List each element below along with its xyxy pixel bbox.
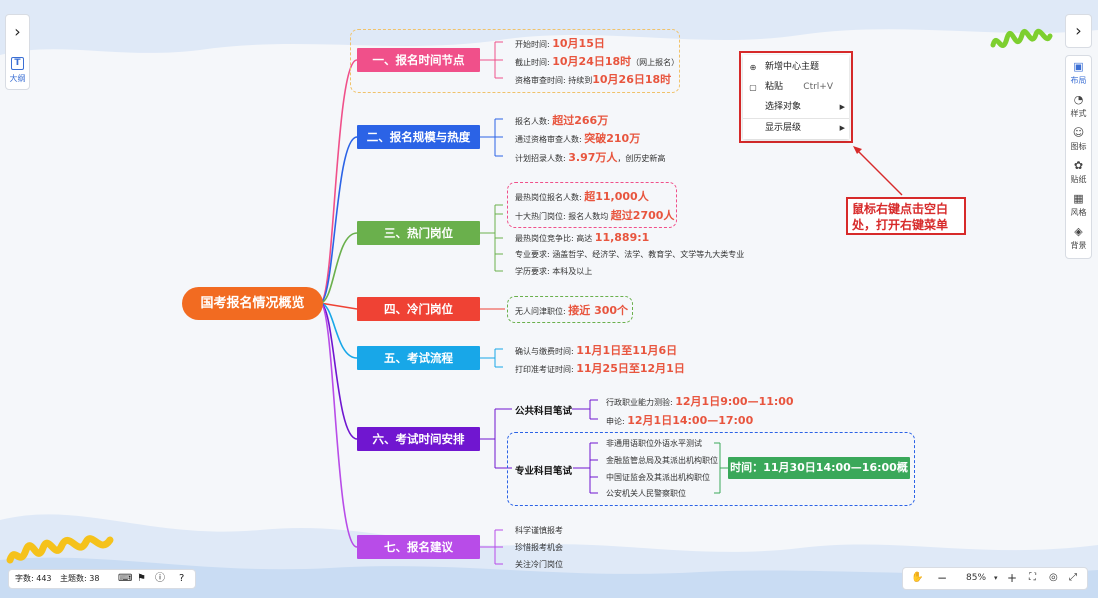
layers-icon: ◈ [1074,225,1083,238]
left-panel: › T 大纲 [5,14,30,90]
branch-time-nodes[interactable]: 一、报名时间节点 [357,48,480,72]
menu-item-paste[interactable]: ▢ 粘贴 Ctrl+V [743,78,849,97]
branch-advice[interactable]: 七、报名建议 [357,535,480,559]
leaf-advice-1[interactable]: 科学谨慎报考 [515,526,563,535]
layout-icon: ▣ [1073,60,1084,73]
root-topic[interactable]: 国考报名情况概览 [182,287,323,320]
zoom-in-button[interactable]: + [1007,571,1018,585]
panel-stickers[interactable]: ✿ 贴纸 [1070,159,1087,184]
node-public-subject[interactable]: 公共科目笔试 [515,406,573,417]
leaf-start-time[interactable]: 开始时间: 10月15日 [515,37,605,50]
leaf-hottest-applicants[interactable]: 最热岗位报名人数: 超11,000人 [515,190,649,203]
outline-t-icon[interactable]: T [11,57,24,70]
grid-icon: ▦ [1073,192,1084,205]
node-special-subject[interactable]: 专业科目笔试 [515,466,573,477]
panel-layout[interactable]: ▣ 布局 [1070,60,1087,85]
sticker-icon: ✿ [1073,159,1084,172]
menu-separator [743,118,849,119]
right-panel-toggle[interactable]: › [1065,14,1092,48]
leaf-advice-3[interactable]: 关注冷门岗位 [515,560,563,569]
flag-icon[interactable]: ⚑ [137,573,146,584]
frame-b1 [350,29,680,93]
leaf-unpopular[interactable]: 无人问津职位: 接近 300个 [515,304,629,317]
help-icon[interactable]: ? [179,573,185,584]
hand-icon[interactable]: ✋ [911,572,924,583]
palette-icon: ◔ [1073,93,1084,106]
leaf-planned[interactable]: 计划招录人数: 3.97万人，创历史新高 [515,151,666,164]
panel-theme[interactable]: ▦ 风格 [1070,192,1087,217]
zoom-out-button[interactable]: − [937,571,948,585]
chevron-right-icon[interactable]: › [14,22,21,41]
menu-item-levels[interactable]: 显示层级 ▶ [743,119,849,138]
outline-label[interactable]: 大纲 [9,74,26,83]
menu-item-add-topic[interactable]: ⊕ 新增中心主题 [743,58,849,77]
leaf-passed[interactable]: 通过资格审查人数: 突破210万 [515,132,641,145]
zoom-level[interactable]: 85% [966,573,987,583]
leaf-confirm-pay[interactable]: 确认与缴费时间: 11月1日至11月6日 [515,344,678,357]
fit-screen-icon[interactable]: ⛶ [1029,572,1036,583]
leaf-advice-2[interactable]: 珍惜报考机会 [515,543,563,552]
branch-hot-posts[interactable]: 三、热门岗位 [357,221,480,245]
add-topic-icon: ⊕ [749,63,757,72]
topic-count: 主题数: 38 [60,574,100,583]
leaf-competition[interactable]: 最热岗位竞争比: 高达 11,889:1 [515,231,650,244]
leaf-major[interactable]: 专业要求: 涵盖哲学、经济学、法学、教育学、文学等九大类专业 [515,250,745,259]
paste-icon: ▢ [749,83,757,92]
leaf-print-ticket[interactable]: 打印准考证时间: 11月25日至12月1日 [515,362,685,375]
locate-icon[interactable]: ◎ [1049,572,1058,583]
frame-special [507,432,915,506]
zoom-bar: ✋ − 85% ▾ + ⛶ ◎ ⤢ [902,567,1088,590]
leaf-xingce[interactable]: 行政职业能力测验: 12月1日9:00—11:00 [606,395,794,408]
chevron-down-icon[interactable]: ▾ [994,574,998,582]
panel-icons[interactable]: ☺ 图标 [1070,126,1087,151]
leaf-degree[interactable]: 学历要求: 本科及以上 [515,267,593,276]
smiley-icon: ☺ [1072,126,1085,139]
branch-exam-process[interactable]: 五、考试流程 [357,346,480,370]
info-icon[interactable]: ⓘ [155,573,165,584]
right-panel: ▣ 布局 ◔ 样式 ☺ 图标 ✿ 贴纸 ▦ 风格 ◈ 背景 [1065,55,1092,259]
chevron-right-icon: › [1075,21,1082,40]
panel-style[interactable]: ◔ 样式 [1070,93,1087,118]
frame-cold [507,296,633,323]
branch-scale[interactable]: 二、报名规模与热度 [357,125,480,149]
leaf-special-1[interactable]: 非通用语职位外语水平测试 [606,439,702,448]
leaf-special-4[interactable]: 公安机关人民警察职位 [606,489,686,498]
leaf-applicants[interactable]: 报名人数: 超过266万 [515,114,609,127]
submenu-arrow-icon: ▶ [839,124,845,132]
leaf-special-3[interactable]: 中国证监会及其派出机构职位 [606,473,710,482]
leaf-top-ten[interactable]: 十大热门岗位: 报名人数均 超过2700人 [515,209,675,222]
keyboard-icon[interactable]: ⌨ [118,573,133,584]
menu-item-select[interactable]: 选择对象 ▶ [743,98,849,117]
word-count: 字数: 443 [15,574,52,583]
branch-exam-schedule[interactable]: 六、考试时间安排 [357,427,480,451]
status-bar: 字数: 443 主题数: 38 ⌨ ⚑ ⓘ ? [8,569,196,589]
fullscreen-icon[interactable]: ⤢ [1069,572,1077,583]
panel-background[interactable]: ◈ 背景 [1070,225,1087,250]
annotation-note: 鼠标右键点击空白处，打开右键菜单 [846,197,966,235]
leaf-end-time[interactable]: 截止时间: 10月24日18时（网上报名） [515,55,680,68]
leaf-review-time[interactable]: 资格审查时间: 持续到10月26日18时 [515,73,672,86]
frame-hot [507,182,677,228]
context-menu-highlight: ⊕ 新增中心主题 ▢ 粘贴 Ctrl+V 选择对象 ▶ 显示层级 ▶ [739,51,853,143]
submenu-arrow-icon: ▶ [839,103,845,111]
branch-cold-posts[interactable]: 四、冷门岗位 [357,297,480,321]
special-exam-time[interactable]: 时间：11月30日14:00—16:00概 [728,457,910,479]
context-menu: ⊕ 新增中心主题 ▢ 粘贴 Ctrl+V 选择对象 ▶ 显示层级 ▶ [743,55,849,139]
leaf-special-2[interactable]: 金融监管总局及其派出机构职位 [606,456,718,465]
leaf-shenlun[interactable]: 申论: 12月1日14:00—17:00 [606,414,754,427]
